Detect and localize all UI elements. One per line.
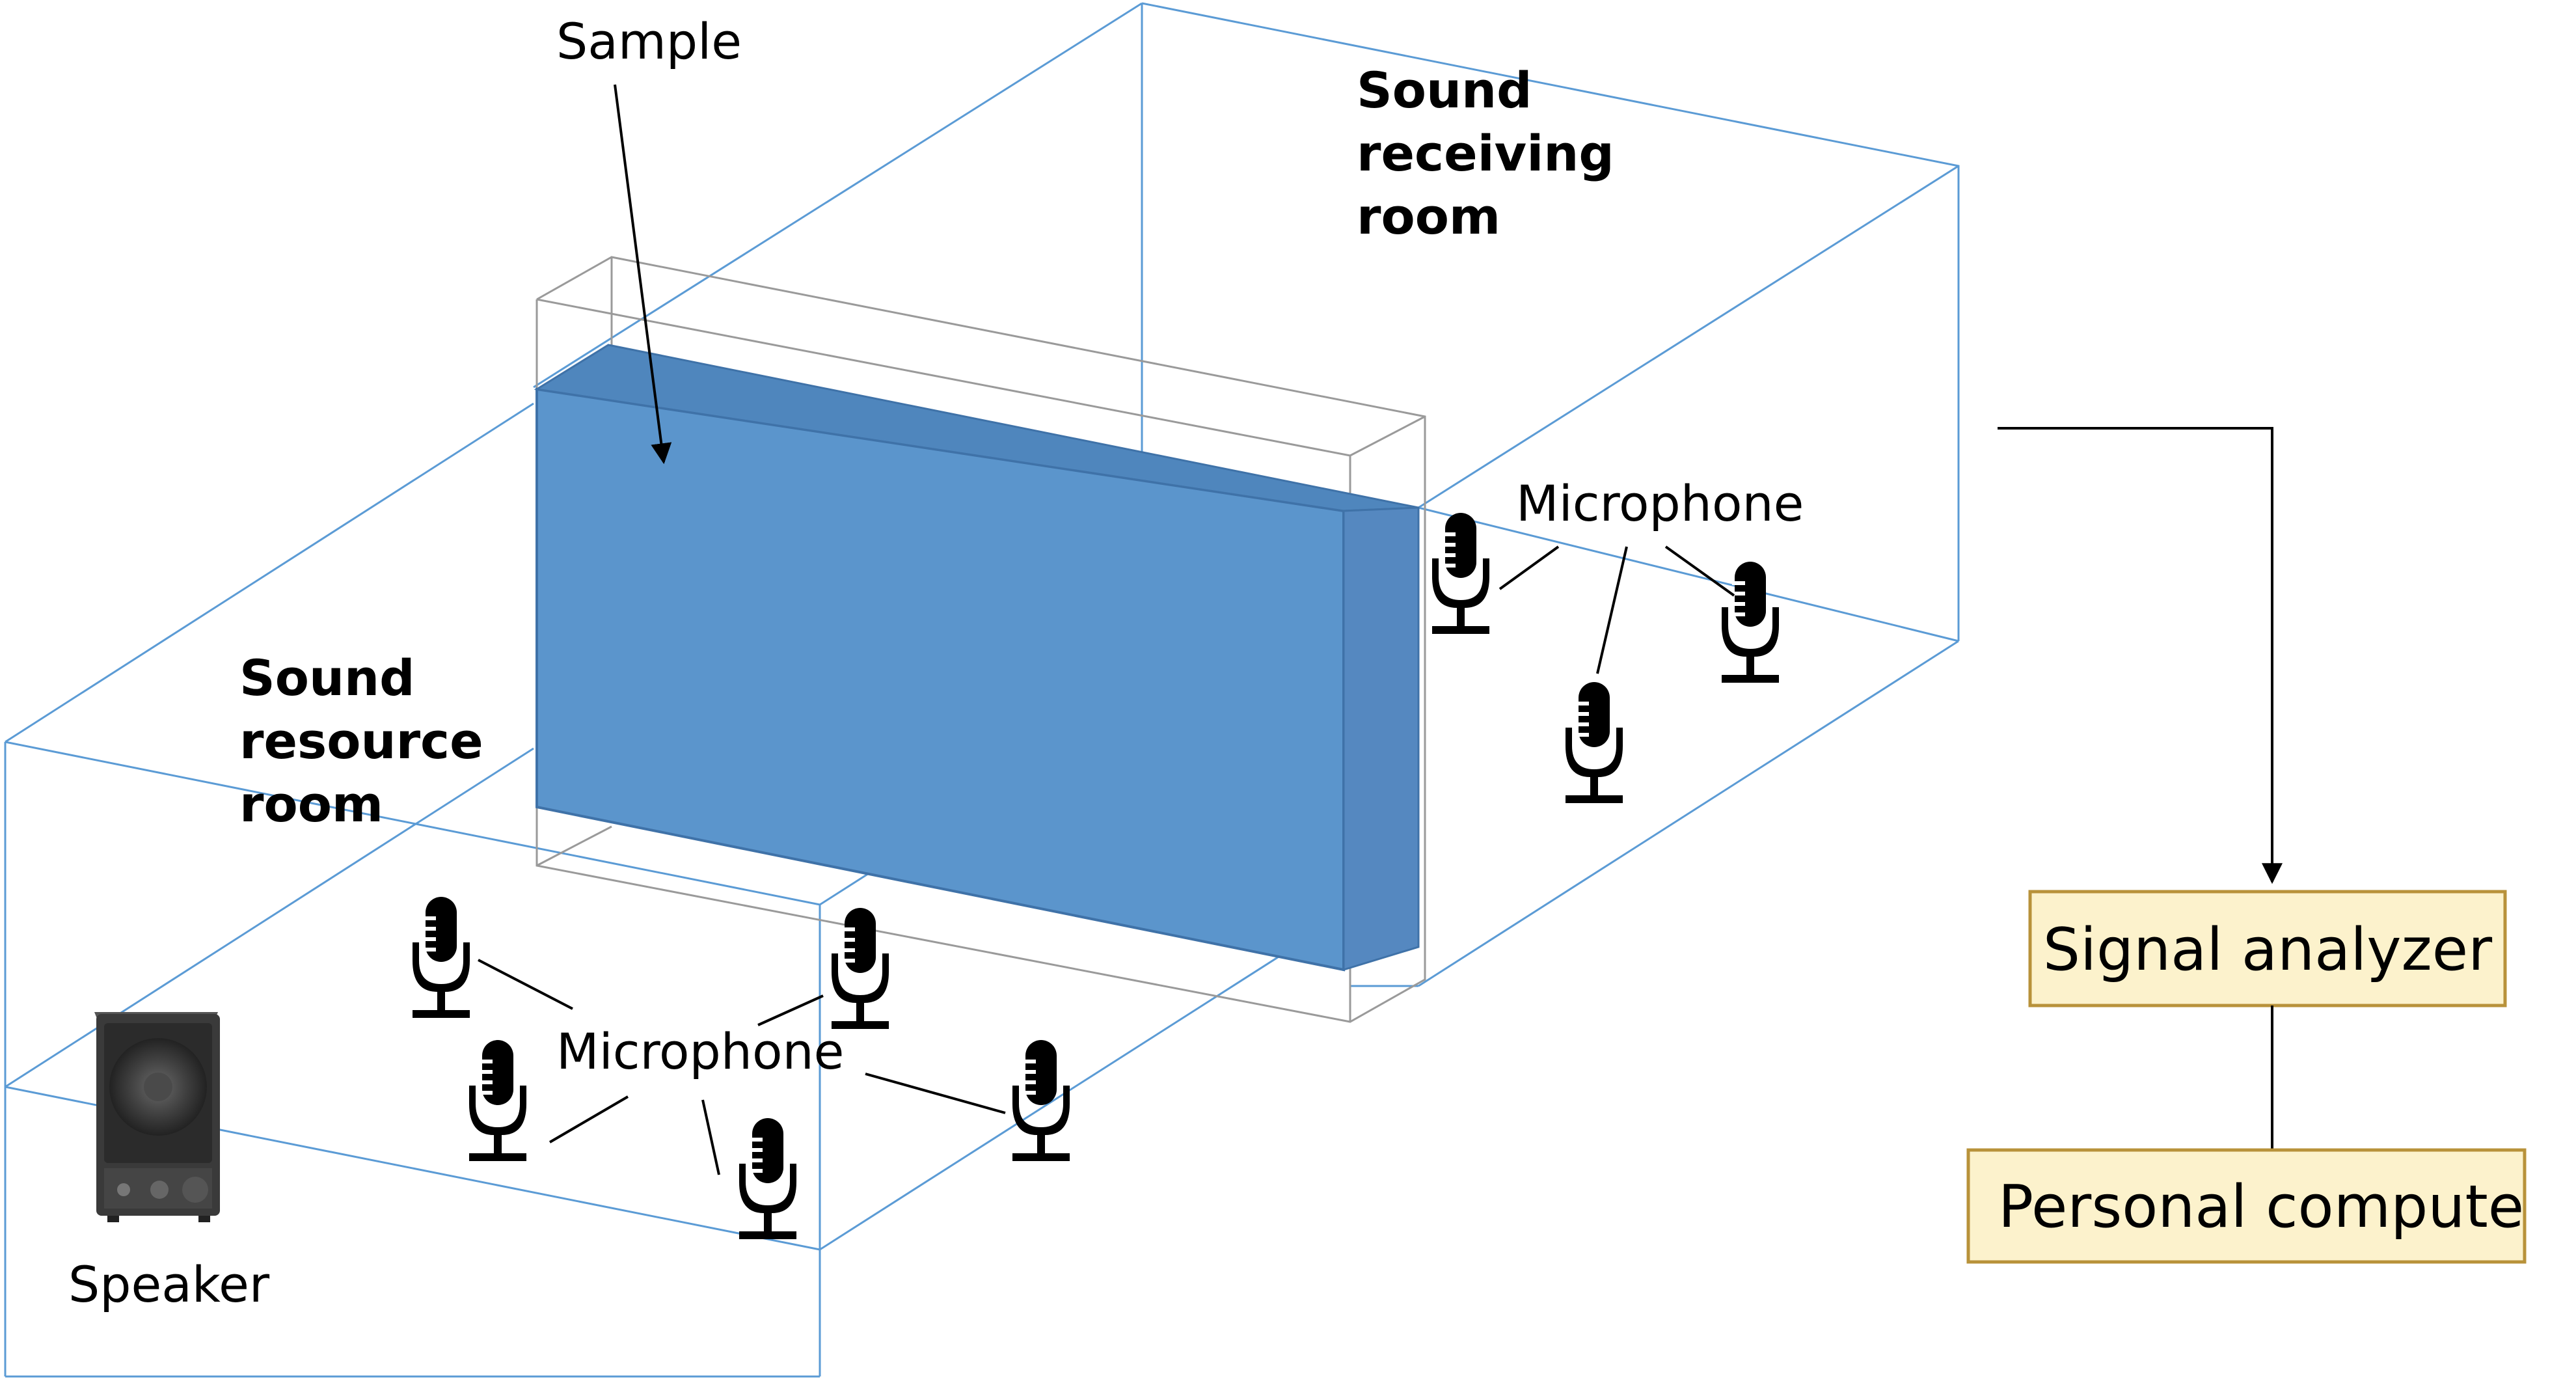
microphone-label-source: Microphone — [556, 1022, 844, 1080]
microphone-icon — [832, 908, 889, 1029]
receiving-room-label-line-3: room — [1357, 187, 1500, 245]
microphone-icon — [1722, 562, 1779, 683]
receiving-microphones: Microphone — [1432, 474, 1804, 803]
mic-leader — [1664, 545, 1735, 597]
speaker-label: Speaker — [68, 1255, 270, 1313]
microphone-icon — [413, 897, 470, 1018]
source-microphones: Microphone — [413, 897, 1070, 1239]
source-room-label: Sound resource room — [239, 649, 500, 833]
microphone-icon — [1432, 513, 1489, 634]
source-room-label-line-2: resource — [239, 712, 483, 770]
sample-leader — [614, 84, 672, 465]
microphone-icon — [739, 1118, 796, 1239]
speaker-icon — [94, 1012, 220, 1222]
signal-connection — [1998, 427, 2283, 884]
source-room-label-line-3: room — [239, 775, 383, 833]
signal-analyzer-box: Signal analyzer — [2028, 890, 2507, 1007]
mic-leader — [478, 959, 573, 1010]
mic-leader — [549, 1095, 629, 1143]
mic-leader — [1498, 545, 1560, 590]
receiving-room-label: Sound receiving room — [1357, 61, 1631, 245]
microphone-icon — [1566, 682, 1623, 803]
source-room-label-line-1: Sound — [239, 649, 415, 707]
mic-leader — [865, 1073, 1006, 1114]
receiving-room-label-line-2: receiving — [1357, 124, 1614, 182]
microphone-label-receiving: Microphone — [1516, 474, 1804, 532]
receiving-room-label-line-1: Sound — [1357, 61, 1532, 119]
microphone-icon — [1012, 1040, 1070, 1161]
microphone-icon — [469, 1040, 526, 1161]
mic-leader — [757, 994, 824, 1026]
mic-leader — [701, 1099, 720, 1175]
mic-leader — [1596, 546, 1628, 674]
personal-computer-label: Personal compute — [1998, 1173, 2524, 1241]
signal-analyzer-label: Signal analyzer — [2043, 916, 2492, 984]
sample-label: Sample — [556, 12, 742, 70]
personal-computer-box: Personal compute — [1966, 1148, 2527, 1264]
receiving-room — [533, 2, 1960, 987]
sample-panel — [534, 344, 1420, 972]
